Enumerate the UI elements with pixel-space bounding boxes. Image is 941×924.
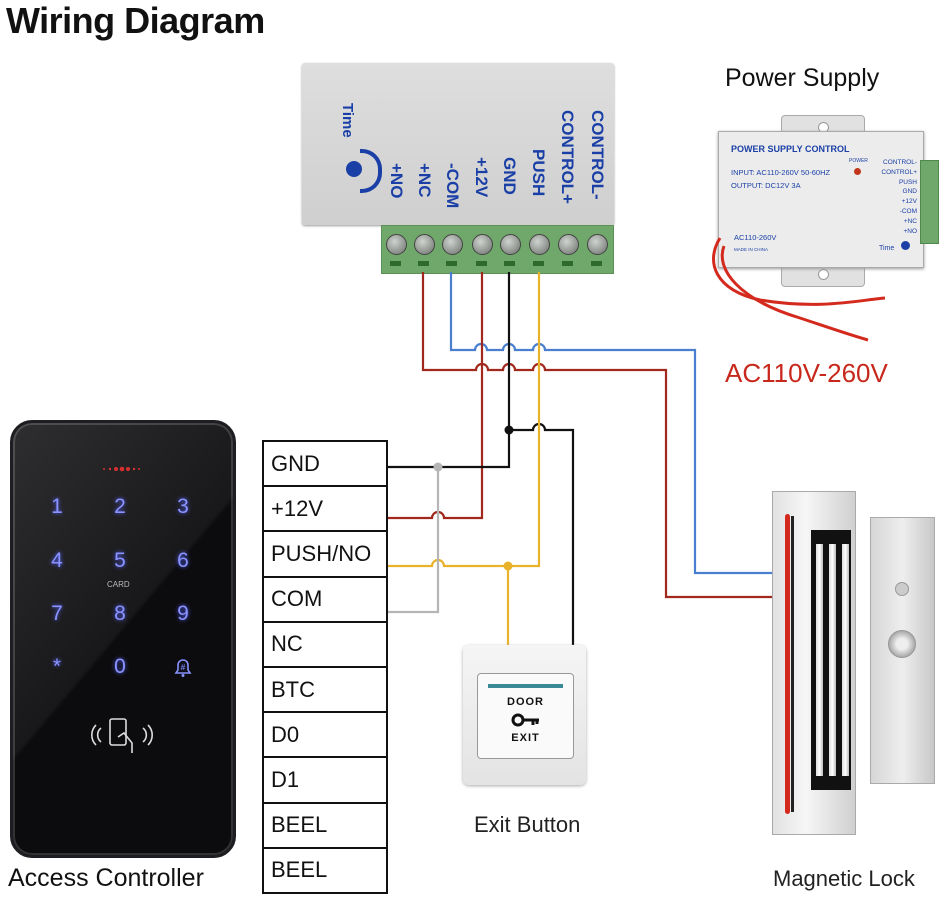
- keypad-key[interactable]: 2: [114, 495, 126, 518]
- exit-top-text: DOOR: [507, 696, 544, 708]
- pin-label: GND: [262, 439, 388, 488]
- screw-terminal[interactable]: [442, 234, 463, 255]
- pin-label: BTC: [262, 665, 388, 714]
- wire-black-exit: [509, 422, 575, 645]
- terminal-label: CONTROL-: [588, 110, 607, 200]
- keypad-key-bell[interactable]: #: [163, 655, 203, 679]
- table-row: D1: [262, 756, 388, 804]
- power-led-icon: [854, 168, 861, 175]
- wire-red-nc: [421, 272, 772, 599]
- magnetic-lock-caption: Magnetic Lock: [773, 866, 915, 891]
- ps-time-label: Time: [879, 245, 895, 252]
- ps-input-text: INPUT: AC110-260V 50-60HZ: [731, 168, 831, 177]
- exit-button-caption: Exit Button: [474, 812, 581, 837]
- terminal-label: +NO: [387, 163, 406, 199]
- keypad-key[interactable]: 5: [114, 549, 126, 572]
- keypad-key[interactable]: 4: [51, 549, 63, 572]
- pin-label: BEEL: [262, 801, 388, 849]
- ps-product-title: POWER SUPPLY CONTROL: [731, 144, 850, 154]
- table-row: GND: [262, 439, 388, 488]
- ps-time-knob-icon: [901, 241, 910, 250]
- power-supply-unit: POWER SUPPLY CONTROL INPUT: AC110-260V 5…: [718, 131, 924, 268]
- mains-cable: [712, 237, 886, 306]
- access-controller-keypad: 1 2 3 4 5 6 CARD 7 8 9 * 0 #: [10, 420, 236, 858]
- screw-terminal[interactable]: [386, 234, 407, 255]
- pin-label: +12V: [262, 485, 388, 533]
- keypad-key[interactable]: 8: [114, 602, 126, 625]
- ps-made-in: MADE IN CHINA: [734, 247, 769, 252]
- table-row: PUSH/NO: [262, 530, 388, 578]
- terminal-label: PUSH: [529, 149, 548, 197]
- pin-label: COM: [262, 575, 388, 623]
- mains-voltage-label: AC110V-260V: [725, 358, 888, 388]
- exit-bottom-text: EXIT: [511, 732, 540, 744]
- wire-red-12v: [388, 272, 484, 520]
- table-row: BEEL: [262, 846, 388, 894]
- pin-label: BEEL: [262, 846, 388, 894]
- keypad-key[interactable]: 3: [177, 495, 189, 518]
- wire-grey-com: [388, 467, 440, 614]
- table-row: +12V: [262, 485, 388, 533]
- table-row: BTC: [262, 665, 388, 714]
- keypad-key[interactable]: 0: [114, 655, 126, 678]
- keypad-key[interactable]: 6: [177, 549, 189, 572]
- diagram-title: Wiring Diagram: [6, 0, 265, 41]
- controller-terminal-block: [381, 225, 614, 274]
- lock-cable: [791, 516, 794, 812]
- junction-dot: [503, 561, 513, 571]
- screw-terminal[interactable]: [414, 234, 435, 255]
- rfid-card-reader-icon: [86, 713, 158, 762]
- power-supply-label: Power Supply: [725, 64, 880, 92]
- time-label: Time: [339, 103, 356, 138]
- magnetic-lock-body: [772, 491, 856, 835]
- screw-terminal[interactable]: [529, 234, 550, 255]
- wire-yellow-push: [388, 272, 541, 568]
- card-label: CARD: [107, 580, 130, 589]
- junction-dot: [504, 425, 514, 435]
- status-leds-icon: [101, 459, 141, 472]
- ps-output-text: OUTPUT: DC12V 3A: [731, 181, 801, 190]
- terminal-label: GND: [500, 157, 519, 195]
- table-row: BEEL: [262, 801, 388, 849]
- wire-blue-com: [449, 272, 772, 575]
- pin-label: D1: [262, 756, 388, 804]
- table-row: COM: [262, 575, 388, 623]
- controller-box: Time +NO +NC -COM +12V GND PUSH CONTROL+…: [302, 63, 614, 225]
- screw-terminal[interactable]: [500, 234, 521, 255]
- ps-ac-text: AC110-260V: [734, 233, 777, 242]
- exit-button[interactable]: DOOR EXIT: [463, 645, 586, 785]
- keypad-key[interactable]: 7: [51, 602, 63, 625]
- access-controller-caption: Access Controller: [8, 864, 204, 892]
- pin-label: D0: [262, 711, 388, 759]
- junction-dot: [433, 462, 443, 472]
- keypad-key[interactable]: *: [52, 655, 62, 678]
- keypad-key[interactable]: 9: [177, 602, 189, 625]
- ps-terminal-labels: CONTROL- CONTROL+ PUSH GND +12V -COM +NC…: [881, 159, 917, 235]
- lock-cable: [785, 514, 790, 814]
- ps-power-indicator-label: POWER: [849, 158, 868, 164]
- terminal-label: -COM: [443, 163, 462, 209]
- screw-terminal[interactable]: [587, 234, 608, 255]
- table-row: D0: [262, 711, 388, 759]
- table-row: NC: [262, 620, 388, 668]
- terminal-label: +NC: [415, 163, 434, 198]
- terminal-label: CONTROL+: [558, 110, 577, 204]
- power-supply-terminal-block: [920, 160, 939, 244]
- key-icon: [511, 712, 541, 733]
- svg-text:#: #: [181, 663, 186, 672]
- screw-terminal[interactable]: [558, 234, 579, 255]
- time-knob-icon: [346, 161, 362, 177]
- terminal-label: +12V: [472, 157, 491, 198]
- mains-cable: [720, 245, 869, 342]
- pin-table: GND +12V PUSH/NO COM NC BTC D0 D1 BEEL B…: [262, 439, 388, 894]
- bell-hash-icon: #: [174, 659, 192, 678]
- wire-black-gnd: [388, 272, 511, 469]
- screw-terminal[interactable]: [472, 234, 493, 255]
- pin-label: NC: [262, 620, 388, 668]
- magnetic-lock-armature-plate: [870, 517, 935, 784]
- keypad-key[interactable]: 1: [51, 495, 63, 518]
- pin-label: PUSH/NO: [262, 530, 388, 578]
